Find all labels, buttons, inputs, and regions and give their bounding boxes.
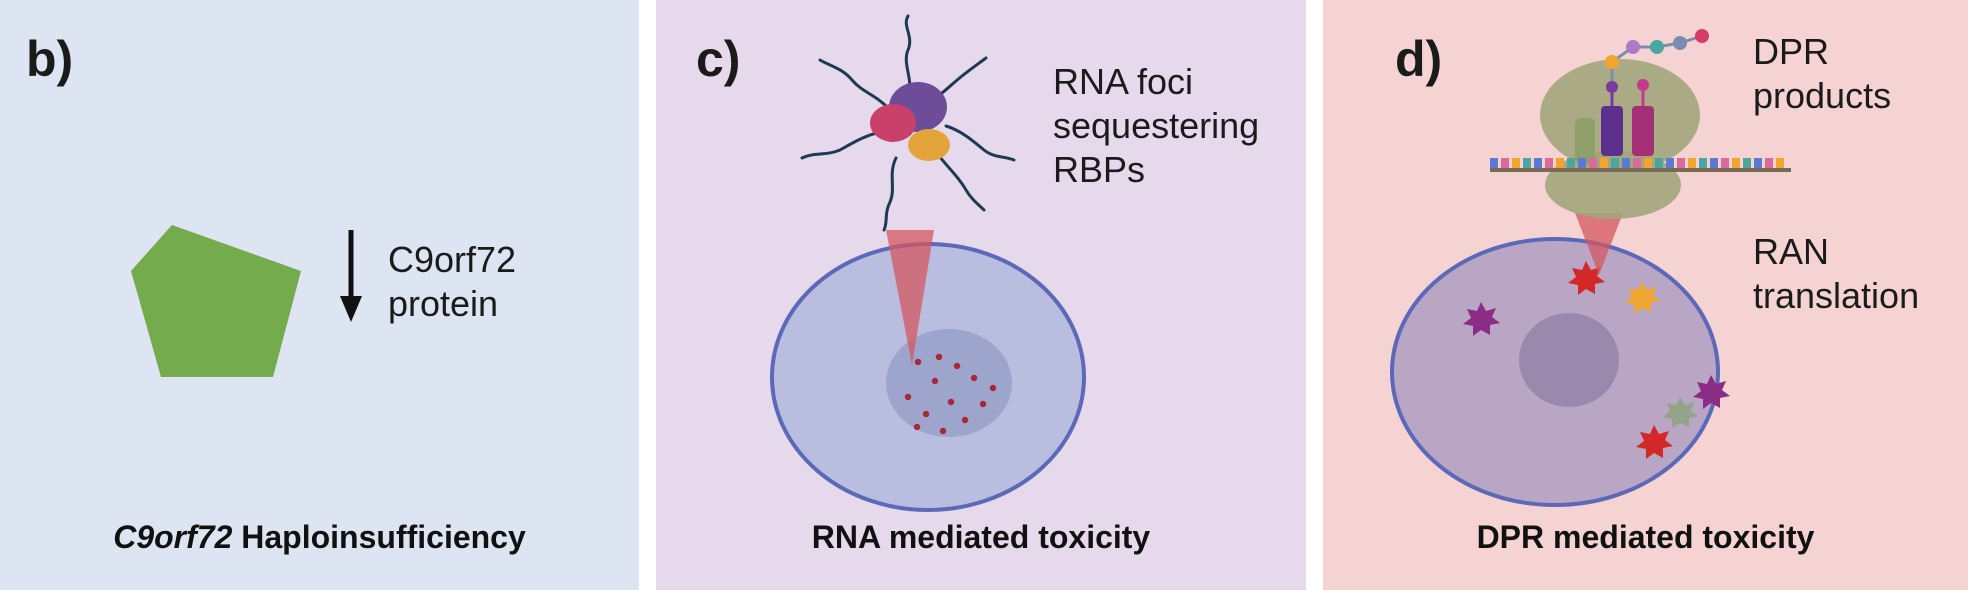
panel-b-caption-rest: Haploinsufficiency bbox=[232, 519, 526, 555]
dpr-star-red-2 bbox=[1636, 425, 1673, 459]
dpr-star-grey bbox=[1663, 397, 1698, 428]
panel-d-tag: d) bbox=[1395, 31, 1443, 87]
panel-b-art bbox=[131, 225, 362, 377]
panel-b-caption: C9orf72 Haploinsufficiency bbox=[0, 519, 639, 556]
panel-d: d) DPR products RAN translation DPR medi… bbox=[1323, 0, 1968, 590]
dpr-star-orange bbox=[1625, 282, 1660, 313]
ran-translation-label-line2: translation bbox=[1753, 275, 1920, 316]
dpr-products-label: DPR products bbox=[1753, 30, 1891, 118]
panel-d-caption: DPR mediated toxicity bbox=[1476, 519, 1815, 555]
dpr-star-purple-2 bbox=[1693, 375, 1730, 409]
rna-foci-label-line3: RBPs bbox=[1053, 149, 1146, 190]
rna-foci-label: RNA foci sequestering RBPs bbox=[1053, 60, 1259, 192]
nucleus bbox=[886, 329, 1012, 437]
panel-d-art bbox=[1390, 29, 1791, 507]
zoom-cone bbox=[886, 230, 934, 365]
panel-c: c) RNA foci sequestering RBPs RNA mediat… bbox=[656, 0, 1306, 590]
trna-site-e bbox=[1575, 118, 1595, 164]
dpr-star-purple bbox=[1463, 302, 1500, 336]
panel-b-tag: b) bbox=[26, 31, 74, 87]
rbp-pink bbox=[870, 104, 916, 142]
panel-b-caption-gene: C9orf72 bbox=[113, 519, 233, 555]
c9orf72-protein-pentagon bbox=[131, 225, 301, 377]
rna-foci-label-line1: RNA foci bbox=[1053, 61, 1194, 102]
protein-label-line1: C9orf72 bbox=[388, 239, 517, 280]
down-arrow-icon bbox=[340, 230, 362, 322]
panel-c-tag: c) bbox=[696, 31, 741, 87]
dpr-aggregates bbox=[1463, 261, 1730, 459]
trna-purple bbox=[1601, 81, 1623, 156]
nucleus bbox=[1519, 313, 1619, 407]
rna-foci-label-line2: sequestering bbox=[1053, 105, 1260, 146]
ran-translation-label-line1: RAN bbox=[1753, 231, 1830, 272]
panel-b: b) C9orf72 protein C9orf72 Haploinsuffic… bbox=[0, 0, 639, 590]
trna-magenta bbox=[1632, 79, 1654, 156]
panel-c-art bbox=[770, 14, 1086, 512]
dpr-products-label-line2: products bbox=[1753, 75, 1892, 116]
zoom-cone bbox=[1575, 213, 1623, 275]
dpr-products-label-line1: DPR bbox=[1753, 31, 1830, 72]
dpr-star-red bbox=[1568, 261, 1605, 295]
panel-c-caption: RNA mediated toxicity bbox=[811, 519, 1151, 555]
dpr-chain bbox=[1605, 29, 1709, 81]
mrna-strand bbox=[1490, 158, 1791, 172]
protein-label: C9orf72 protein bbox=[388, 238, 516, 326]
rbp-orange bbox=[908, 129, 950, 161]
protein-label-line2: protein bbox=[388, 283, 499, 324]
ran-translation-label: RAN translation bbox=[1753, 230, 1919, 318]
rna-foci-dots bbox=[904, 353, 997, 435]
